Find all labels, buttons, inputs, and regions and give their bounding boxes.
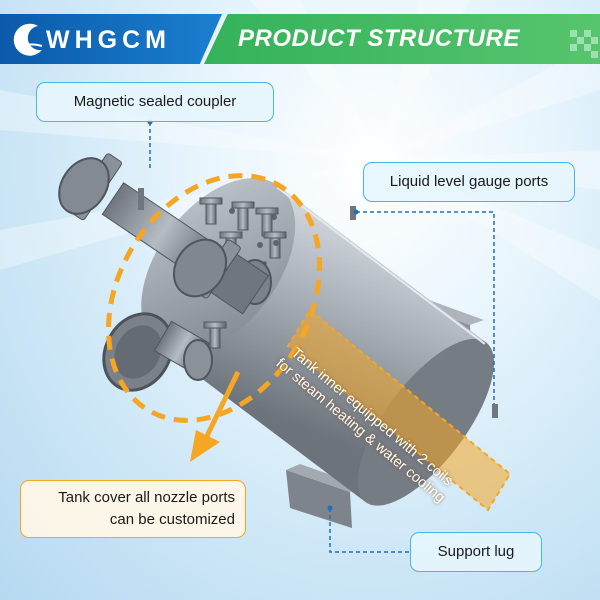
page-title: PRODUCT STRUCTURE: [238, 25, 520, 52]
callout-support-lug: Support lug: [410, 532, 542, 572]
callout-magnetic-coupler: Magnetic sealed coupler: [36, 82, 274, 122]
callout-tank-cover-line1: Tank cover all nozzle ports: [58, 489, 235, 506]
callout-tank-cover-ports: Tank cover all nozzle ports can be custo…: [20, 480, 246, 538]
callout-tank-cover-line2: can be customized: [109, 511, 235, 528]
crescent-logo-icon: [13, 23, 43, 56]
logo-banner: [0, 14, 222, 64]
callout-liquid-level-gauge: Liquid level gauge ports: [363, 162, 575, 202]
pixel-decoration-icon: [570, 30, 598, 58]
title-banner: [204, 14, 600, 64]
brand-name: WHGCM: [46, 26, 171, 54]
